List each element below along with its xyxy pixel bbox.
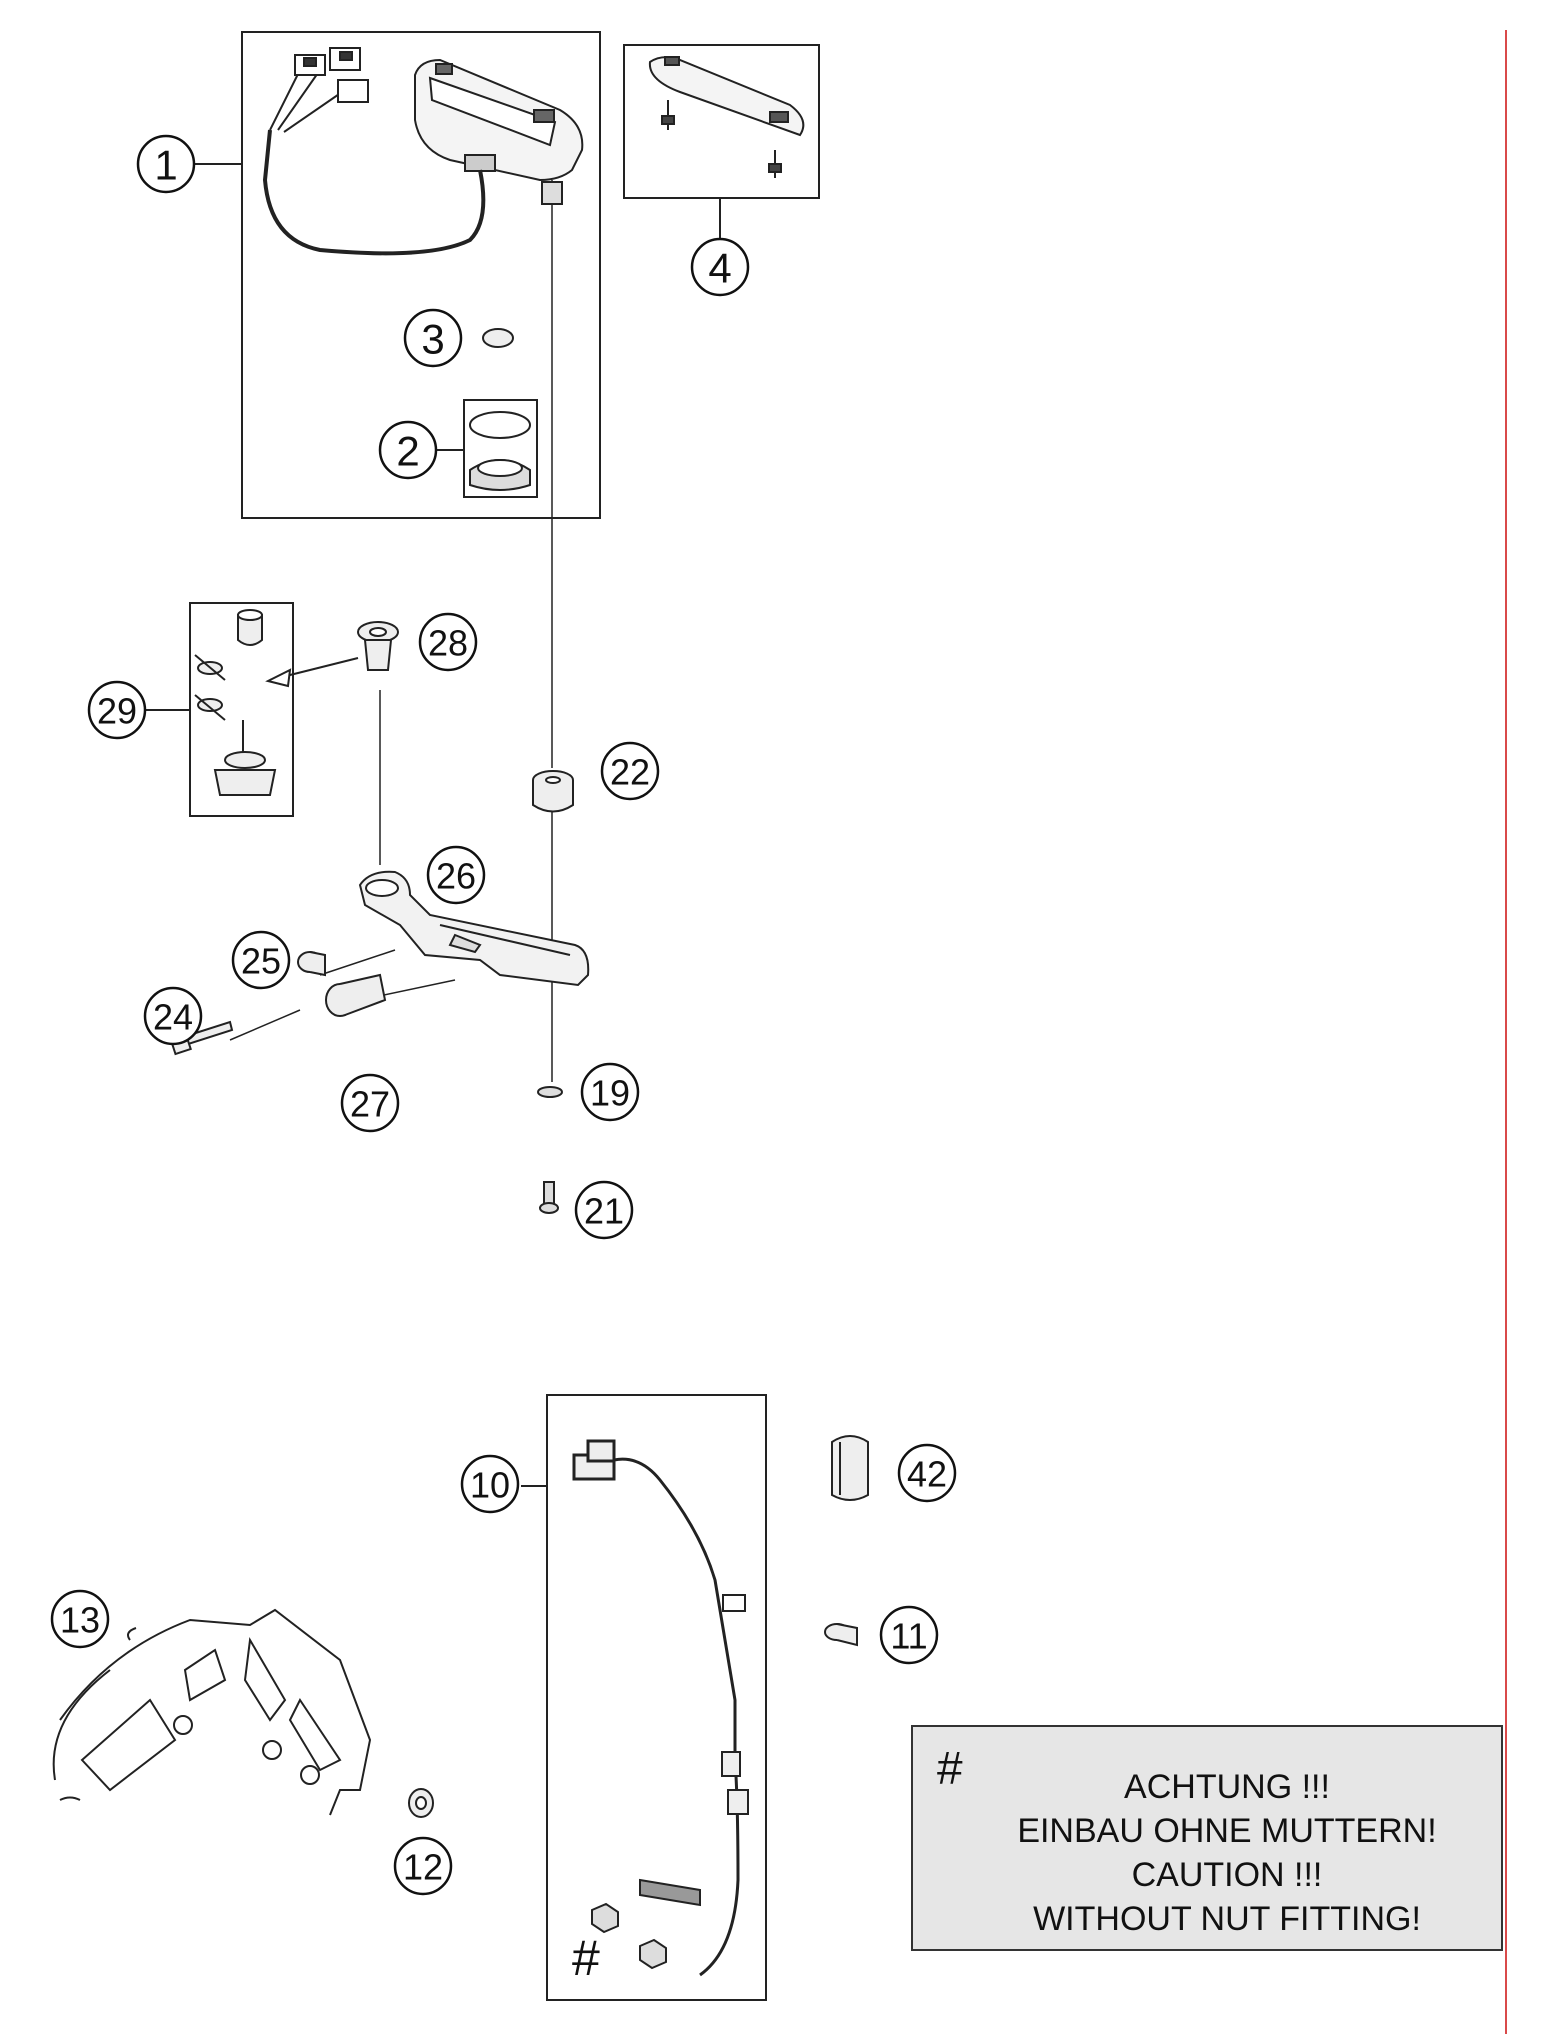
brake-disc	[52, 1608, 372, 1816]
callout-28	[418, 612, 478, 672]
callout-label-11: 11	[890, 1616, 927, 1657]
hex-nut	[591, 1902, 667, 1970]
callout-4	[690, 237, 750, 297]
callout-label-27: 27	[350, 1084, 390, 1125]
callout-label-10: 10	[470, 1465, 510, 1506]
callout-10	[460, 1454, 520, 1514]
spacer-bush	[408, 1788, 434, 1818]
spacer-sleeve	[297, 951, 326, 977]
note-hash-symbol: #	[937, 1742, 963, 1794]
speedometer-group-box	[241, 31, 601, 519]
callout-29	[87, 680, 147, 740]
callout-24	[143, 986, 203, 1046]
callout-label-22: 22	[610, 752, 650, 793]
callout-label-29: 29	[97, 691, 137, 732]
speedometer-bracket	[358, 870, 590, 987]
callout-label-19: 19	[590, 1073, 630, 1114]
seal-ring	[469, 411, 531, 491]
speedometer-unit	[262, 47, 584, 256]
hose-clamp	[824, 1623, 858, 1647]
speed-sensor-cable	[572, 1439, 749, 1977]
callout-label-2: 2	[396, 428, 419, 475]
sensor-group-box	[546, 1394, 767, 2001]
callout-label-25: 25	[241, 941, 281, 982]
cover-part	[648, 56, 805, 178]
callout-label-4: 4	[708, 245, 731, 292]
callout-1	[136, 134, 196, 194]
seal-box	[463, 399, 538, 498]
callout-label-28: 28	[428, 623, 468, 664]
mounting-kit	[194, 609, 277, 796]
callout-label-12: 12	[403, 1847, 443, 1888]
note-text: ACHTUNG !!! EINBAU OHNE MUTTERN! CAUTION…	[953, 1765, 1501, 1941]
callout-label-24: 24	[153, 997, 193, 1038]
callout-25	[231, 930, 291, 990]
note-line-3: CAUTION !!!	[1131, 1856, 1323, 1894]
callout-11	[879, 1605, 939, 1665]
callout-22	[600, 741, 660, 801]
rubber-bushing	[357, 621, 399, 671]
callout-label-13: 13	[60, 1600, 100, 1641]
callout-42	[897, 1443, 957, 1503]
callout-label-21: 21	[584, 1191, 624, 1232]
callout-26	[426, 845, 486, 905]
hash-mark: #	[572, 1930, 600, 1986]
note-line-2: EINBAU OHNE MUTTERN!	[1017, 1812, 1437, 1850]
rubber-damper	[532, 770, 574, 813]
callout-label-3: 3	[421, 316, 444, 363]
callout-27	[340, 1073, 400, 1133]
note-line-1: ACHTUNG !!!	[1124, 1768, 1330, 1806]
caution-note: # ACHTUNG !!! EINBAU OHNE MUTTERN! CAUTI…	[911, 1725, 1503, 1951]
rubber-grommet	[325, 973, 387, 1017]
callout-label-42: 42	[907, 1454, 947, 1495]
callout-label-1: 1	[154, 142, 177, 189]
callout-19	[580, 1062, 640, 1122]
screw	[539, 1181, 559, 1214]
lens-cap	[482, 328, 514, 348]
callout-13	[50, 1589, 110, 1649]
callout-12	[393, 1836, 453, 1896]
callout-3	[403, 308, 463, 368]
callout-label-26: 26	[436, 856, 476, 897]
cable-clip	[831, 1435, 869, 1501]
washer	[537, 1086, 563, 1098]
note-line-4: WITHOUT NUT FITTING!	[1033, 1900, 1421, 1938]
callout-2	[378, 420, 438, 480]
cover-group-box	[623, 44, 820, 199]
callout-21	[574, 1180, 634, 1240]
